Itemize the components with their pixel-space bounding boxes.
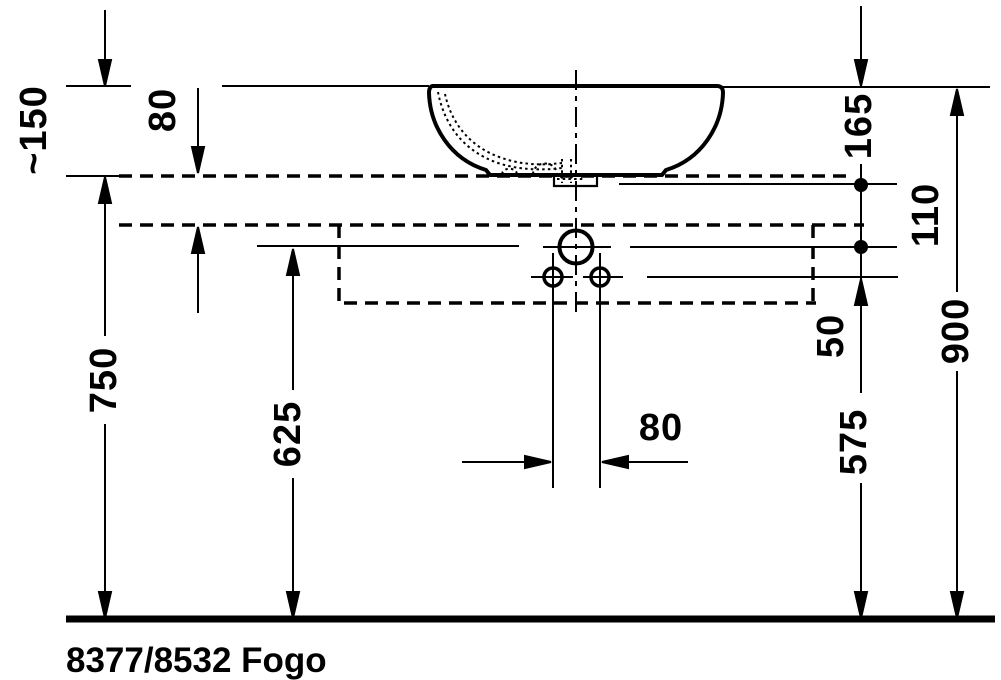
inner-bowl-curve-2 (444, 93, 563, 166)
arrow-down-575 (853, 591, 869, 619)
arrow-down-150 (97, 59, 113, 87)
dim-label-drain-offset-165: 165 (838, 92, 880, 160)
arrow-down-900 (949, 591, 965, 619)
dim-label-hole-spacing-80: 80 (638, 407, 684, 449)
dim-label-valve-height-575: 575 (833, 408, 875, 476)
dimension-lines (97, 6, 965, 619)
arrow-down-625 (285, 591, 301, 619)
arrow-left-80w (601, 454, 629, 470)
reference-lines (66, 85, 990, 278)
arrow-up-750 (97, 176, 113, 204)
countertop-dashed-lines (119, 223, 864, 305)
dim-label-shelf-offset-80: 80 (142, 87, 184, 133)
drain-connection-hole (557, 228, 595, 266)
dim-label-valve-offset-50: 50 (810, 313, 852, 359)
washbasin-outline (427, 84, 725, 177)
valve-hole-right (589, 266, 611, 288)
dim-label-clearance-150: ~150 (13, 85, 55, 175)
dim-label-rim-height-900: 900 (935, 297, 977, 365)
arrow-up-900 (949, 88, 965, 116)
arrow-right-80w (524, 454, 552, 470)
inner-bowl-curve-1 (437, 91, 563, 171)
arrow-down-80 (190, 146, 206, 174)
overflow-bump (501, 167, 518, 175)
arrow-down-165 (853, 59, 869, 87)
basin-hidden-detail (437, 91, 584, 183)
overflow-arch (532, 162, 558, 175)
valve-hole-left (542, 266, 564, 288)
model-caption: 8377/8532 Fogo (66, 641, 327, 680)
supply-connection-dot (854, 240, 868, 254)
arrow-down-750 (97, 591, 113, 619)
drain-connection-dot (854, 178, 868, 192)
dim-label-mixer-height-625: 625 (267, 400, 309, 468)
dim-label-supply-offset-110: 110 (905, 182, 947, 248)
dim-label-counter-height-750: 750 (83, 346, 125, 414)
arrow-up-625 (285, 248, 301, 276)
arrow-up-80 (190, 226, 206, 254)
arrow-up-575 (853, 278, 869, 306)
